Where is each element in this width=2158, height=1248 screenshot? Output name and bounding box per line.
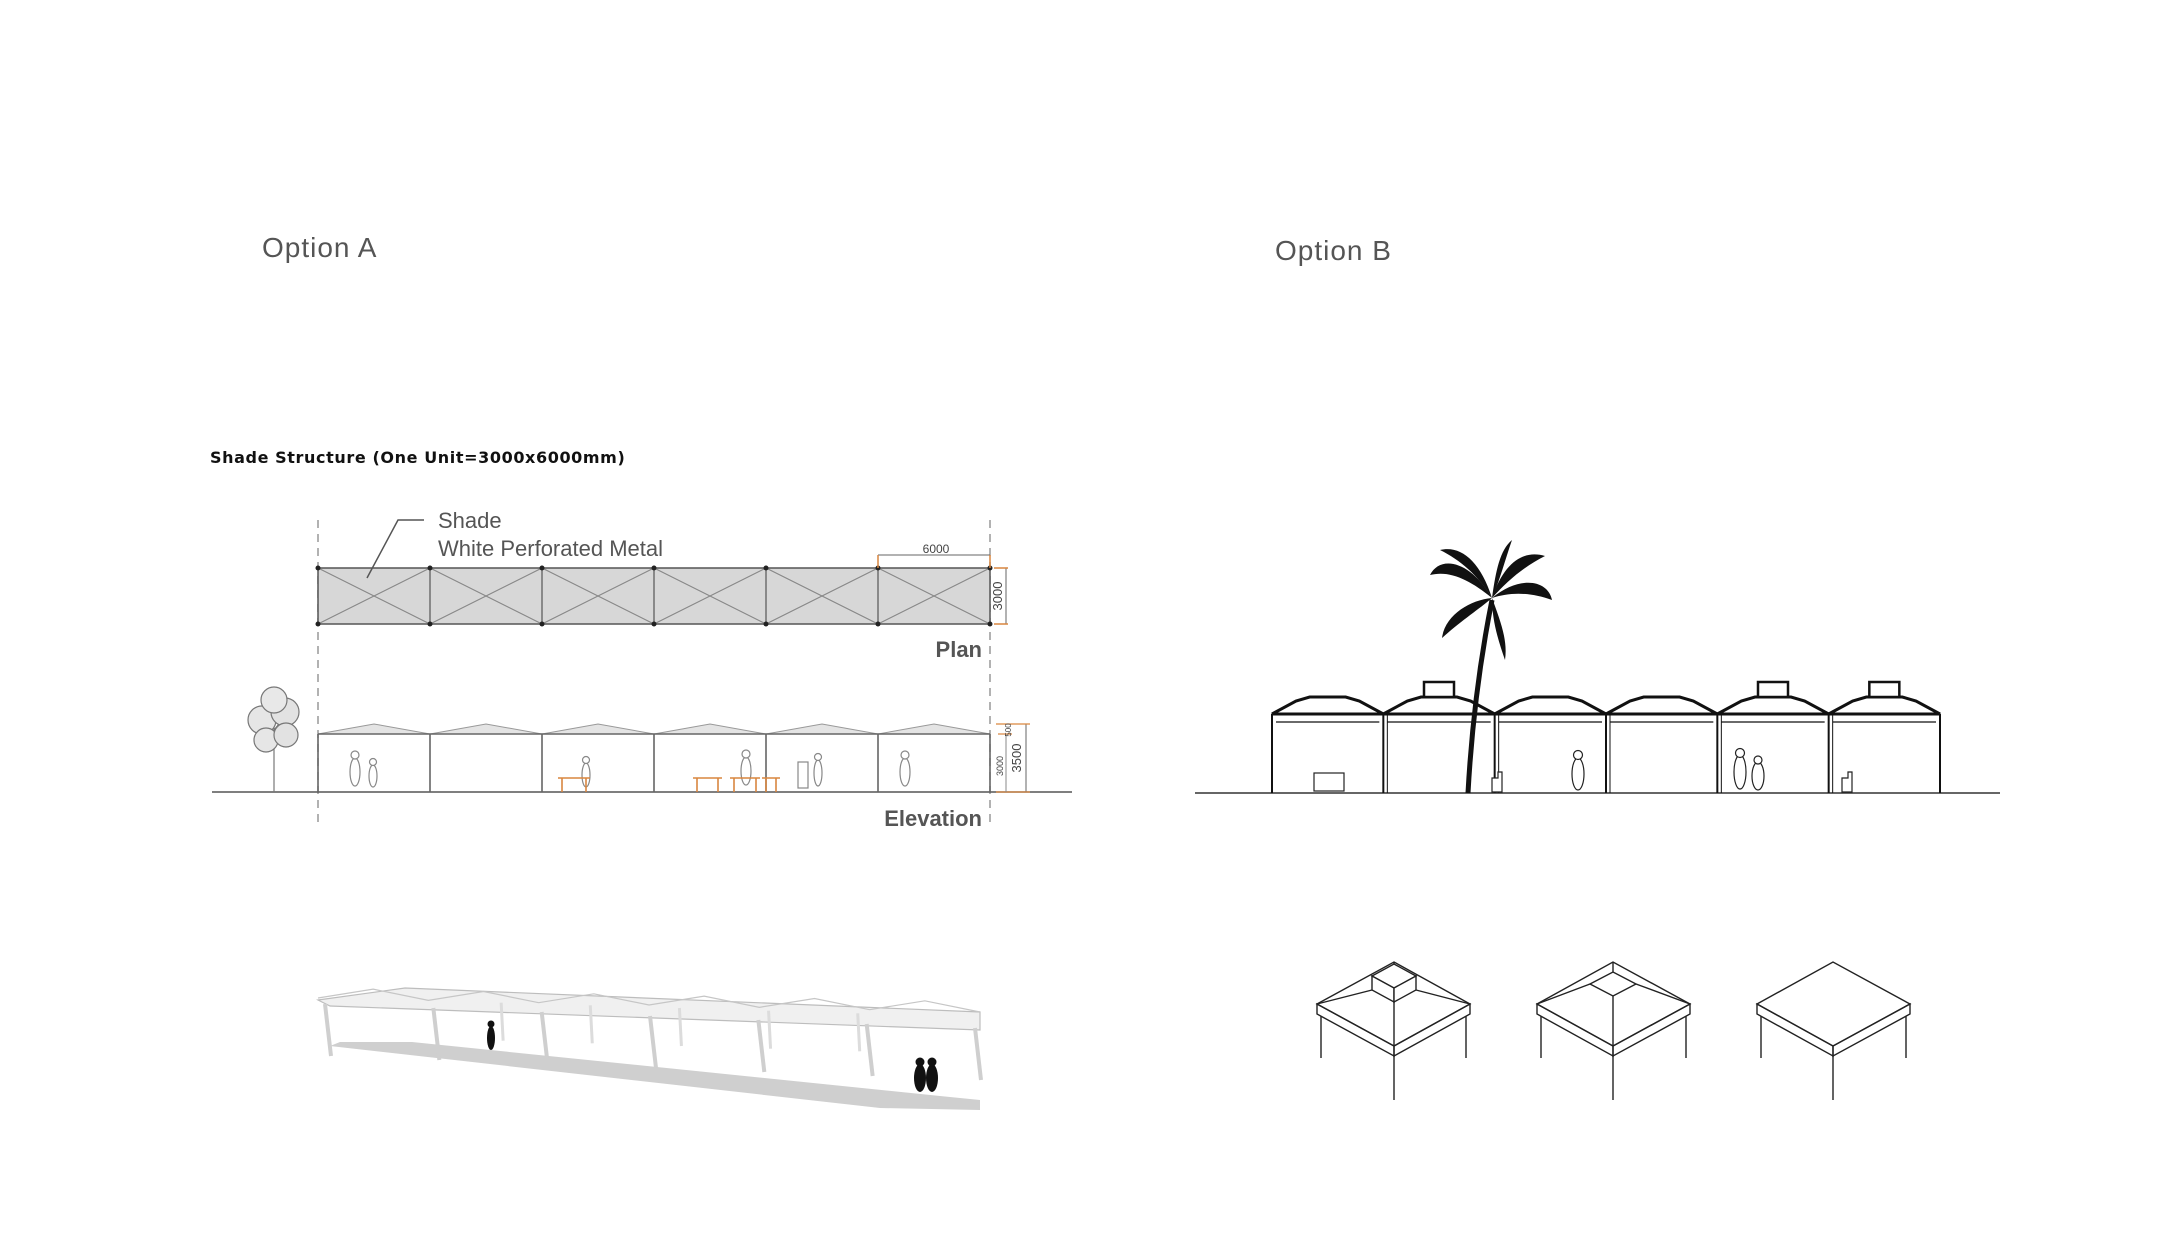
option-b-roof (1605, 695, 1719, 716)
option-b-roof (1493, 695, 1607, 716)
plan-brace (429, 567, 543, 625)
elevation-roof (877, 723, 991, 735)
tree-icon (247, 686, 300, 792)
gazebo-variant-lantern (1315, 961, 1472, 1100)
elevation-roof (653, 723, 767, 735)
plan-brace (317, 567, 431, 625)
plan-column-dot (539, 565, 545, 571)
plan-column-dot (763, 565, 769, 571)
callout-material-text: White Perforated Metal (438, 536, 663, 561)
perspective-people (487, 1020, 938, 1092)
plan-brace (877, 567, 991, 625)
perspective-column (648, 1015, 658, 1069)
plan-column-dot (763, 621, 769, 627)
perspective-column (677, 1007, 683, 1047)
dim-height-text: 3500 (1009, 744, 1024, 773)
plan-column-dot (315, 621, 321, 627)
perspective-column (588, 1005, 594, 1044)
perspective-column (767, 1010, 773, 1049)
plan-brace (653, 567, 767, 625)
perspective-column (856, 1013, 862, 1052)
plan-column-dot (315, 565, 321, 571)
gazebo-variant-pyramid (1535, 961, 1692, 1100)
elevation-roof (541, 723, 655, 735)
option-b-figures (1313, 747, 1853, 793)
dim-depth-text: 3000 (990, 582, 1005, 611)
option-b-roof (1716, 695, 1830, 716)
elevation-roof (429, 723, 543, 735)
option-a-plan: Shade White Perforated Metal 6000 3000 P… (315, 508, 1008, 822)
dim-clear-height-text: 3000 (995, 756, 1005, 776)
elevation-roof (765, 723, 879, 735)
option-b-lantern (1868, 680, 1901, 699)
option-b-isometric-variants (1315, 961, 1912, 1100)
perspective-column (431, 1007, 442, 1061)
perspective-column (323, 1003, 333, 1057)
gazebo-variant-flat (1755, 961, 1912, 1100)
option-a-title: Option A (262, 232, 378, 263)
option-b-roof (1271, 695, 1385, 716)
plan-column-dot (651, 621, 657, 627)
callout-shade-text: Shade (438, 508, 502, 533)
furniture-tables (558, 777, 780, 792)
perspective-column (499, 1002, 505, 1041)
dim-roof-text: 500 (1004, 723, 1013, 737)
plan-column-dot (651, 565, 657, 571)
option-b-lantern (1756, 680, 1790, 699)
plan-column-dot (427, 621, 433, 627)
perspective-column (864, 1023, 875, 1077)
option-b-title: Option B (1275, 235, 1392, 266)
palm-tree-icon (1430, 540, 1552, 794)
option-b-lantern (1422, 680, 1456, 699)
elevation-label: Elevation (884, 806, 982, 831)
plan-column-dot (987, 621, 993, 627)
perspective-column (973, 1027, 983, 1081)
option-a-elevation: 3500 3000 500 Elevation (212, 686, 1072, 831)
option-a-perspective (315, 987, 983, 1110)
plan-column-dot (875, 621, 881, 627)
people-silhouettes (349, 749, 911, 789)
perspective-column (539, 1011, 550, 1065)
option-a-subtitle: Shade Structure (One Unit=3000x6000mm) (210, 448, 626, 467)
perspective-column (756, 1019, 767, 1073)
plan-brace (541, 567, 655, 625)
plan-label: Plan (936, 637, 982, 662)
plan-column-dot (539, 621, 545, 627)
dim-width-text: 6000 (923, 542, 950, 556)
plan-column-dot (427, 565, 433, 571)
plan-brace (765, 567, 879, 625)
option-b-elevation (1195, 540, 2000, 794)
option-b-roof (1827, 695, 1941, 716)
elevation-roof (317, 723, 431, 735)
callout-leader (366, 519, 424, 579)
